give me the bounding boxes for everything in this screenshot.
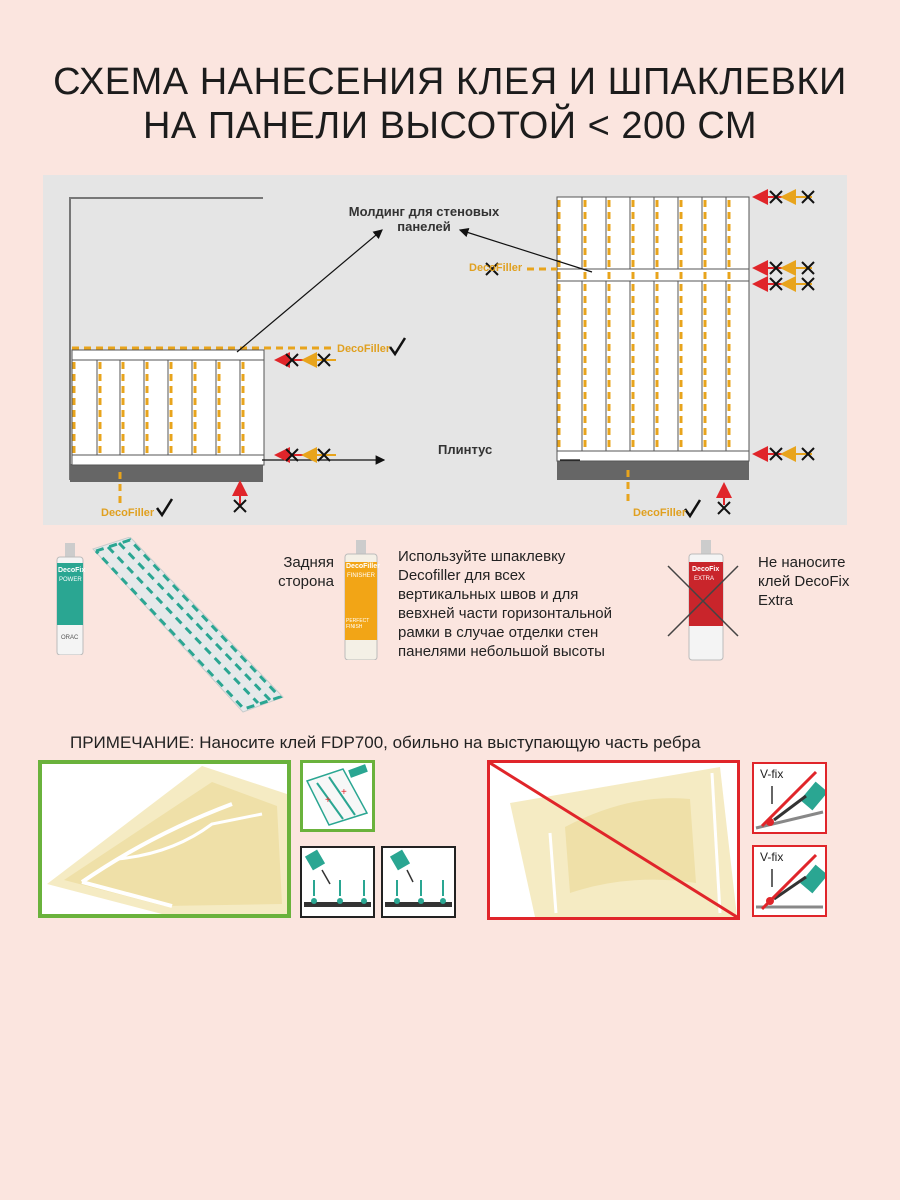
note-text: ПРИМЕЧАНИЕ: Наносите клей FDP700, обильн… <box>70 733 701 752</box>
tube2-brand: DecoFiller <box>346 563 380 570</box>
back-side-label: Задняя сторона <box>266 553 334 591</box>
back-side-line-1: Задняя <box>283 554 334 571</box>
vfix-label-1: V-fix <box>760 767 784 781</box>
page-title: СХЕМА НАНЕСЕНИЯ КЛЕЯ И ШПАКЛЕВКИ НА ПАНЕ… <box>0 60 900 148</box>
use-filler-line-2: Decofiller для всех <box>398 567 526 584</box>
vfix-label-2: V-fix <box>760 850 784 864</box>
use-filler-line-1: Используйте шпаклевку <box>398 548 566 565</box>
use-filler-text: Используйте шпаклевку Decofiller для все… <box>398 547 668 661</box>
use-filler-line-4: вевхней части горизонтальной <box>398 605 613 622</box>
right-wall <box>458 189 812 505</box>
dont-apply-line-2: клей DecoFix <box>758 573 850 590</box>
incorrect-application-photo <box>487 760 740 920</box>
title-line-2: НА ПАНЕЛИ ВЫСОТОЙ < 200 СМ <box>142 105 758 147</box>
use-filler-line-3: вертикальных швов и для <box>398 586 579 603</box>
molding-label-line-1: Молдинг для стеновых <box>348 204 500 219</box>
tube3-brand: DecoFix <box>692 566 720 573</box>
svg-text:+: + <box>325 795 331 806</box>
vfix-forbidden-icon-1: V-fix <box>752 762 828 834</box>
vfix-forbidden-icon-2: V-fix <box>752 845 828 917</box>
decofiller-label-right-top: DecoFiller <box>469 262 523 274</box>
correct-application-photo <box>38 760 291 918</box>
tube1-maker: ORAC <box>61 635 79 641</box>
tube1-sub: POWER <box>59 577 82 583</box>
tube3-sub: EXTRA <box>694 576 715 582</box>
decofiller-label-left-top: DecoFiller <box>337 343 391 355</box>
cross-icons-left <box>233 353 331 513</box>
dont-apply-line-3: Extra <box>758 592 794 609</box>
tube1-brand: DecoFix <box>58 567 86 574</box>
decofiller-tube: DecoFiller FINISHER PERFECT FINISH <box>342 540 382 661</box>
glue-dots-icon-2 <box>381 846 456 918</box>
molding-label: Молдинг для стеновых панелей <box>334 204 514 234</box>
check-icons-right <box>683 499 702 519</box>
use-filler-line-5: рамки в случае отделки стен <box>398 624 599 641</box>
panel-back-side <box>92 537 284 713</box>
title-line-1: СХЕМА НАНЕСЕНИЯ КЛЕЯ И ШПАКЛЕВКИ <box>53 61 847 103</box>
molding-label-line-2: панелей <box>397 219 451 234</box>
use-filler-line-6: панелями небольшой высоты <box>398 643 605 660</box>
panel-glue-icon: + + <box>300 760 375 832</box>
dont-apply-line-1: Не наносите <box>758 554 846 571</box>
dont-apply-text: Не наносите клей DecoFix Extra <box>758 553 868 610</box>
application-scheme <box>69 189 815 519</box>
cross-icons-right <box>485 190 815 515</box>
plinth-label: Плинтус <box>438 442 493 457</box>
tube2-foot: PERFECT FINISH <box>346 618 370 630</box>
svg-text:+: + <box>341 787 347 798</box>
decofix-power-tube: DecoFix POWER ORAC <box>55 543 86 656</box>
tube2-sub: FINISHER <box>347 573 376 579</box>
decofix-extra-tube: DecoFix EXTRA <box>665 538 745 663</box>
decofiller-label-left-bottom: DecoFiller <box>101 507 155 519</box>
glue-dots-icon-1 <box>300 846 375 918</box>
decofiller-label-right-bottom: DecoFiller <box>633 507 687 519</box>
check-icons-left <box>155 337 407 518</box>
back-side-line-2: сторона <box>278 573 334 590</box>
left-wall <box>69 197 386 505</box>
